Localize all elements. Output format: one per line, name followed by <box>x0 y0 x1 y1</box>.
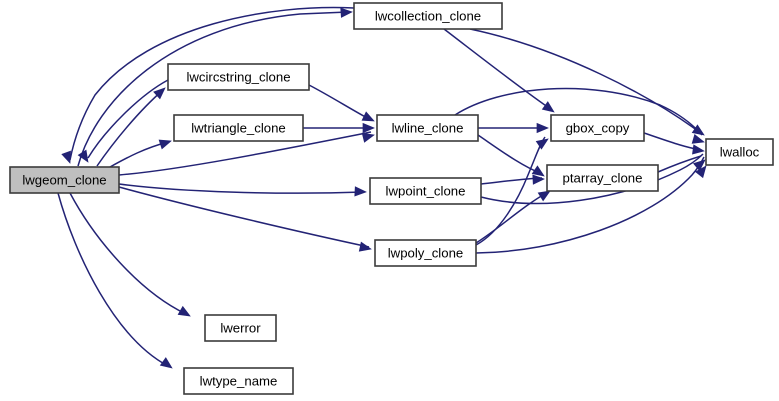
node-label-lwerror: lwerror <box>220 320 261 335</box>
lwgeom_clone-to-lwerror <box>69 192 187 315</box>
arrow-to-ptarray_clone-b <box>532 174 545 185</box>
node-label-lwcircstring_clone: lwcircstring_clone <box>186 69 290 84</box>
arrow-to-lwtype_name <box>159 357 173 369</box>
node-box-ptarray_clone[interactable] <box>546 164 659 192</box>
node-label-lwpoly_clone: lwpoly_clone <box>388 245 464 260</box>
arrow-to-lwline_clone-a <box>361 111 375 122</box>
lwgeom_clone-to-lwpoly_clone <box>118 186 370 248</box>
node-box-lwtriangle_clone[interactable] <box>173 114 304 142</box>
arrow-to-lwpoly_clone <box>358 241 372 252</box>
arrow-to-lwpoint_clone <box>354 186 367 197</box>
node-label-lwcollection_clone: lwcollection_clone <box>375 8 481 23</box>
lwgeom_clone-to-lwline_clone <box>118 131 372 176</box>
arrow-to-lwalloc-e <box>694 165 707 179</box>
arrow-to-lwerror <box>177 305 191 317</box>
arrow-to-gbox_copy-c <box>535 138 549 150</box>
node-box-lwline_clone[interactable] <box>376 114 479 142</box>
lwgeom_clone-to-lwcollection_clone <box>77 11 349 167</box>
node-ptarray_clone[interactable]: ptarray_clone <box>546 164 659 192</box>
node-box-lwcircstring_clone[interactable] <box>167 63 310 91</box>
node-label-lwalloc: lwalloc <box>720 144 760 159</box>
arrow-to-gbox_copy-b <box>536 122 549 134</box>
lwline_clone-to-ptarray_clone <box>477 134 543 175</box>
lwcircstring_clone-to-lwline_clone <box>308 84 372 121</box>
lwline_clone-to-lwalloc <box>454 87 703 136</box>
arrow-to-ptarray_clone-a <box>531 165 545 177</box>
lwpoly_clone-to-ptarray_clone <box>475 191 549 244</box>
arrow-to-ptarray_clone-c <box>537 190 551 202</box>
arrow-to-lwtriangle_clone <box>158 139 172 150</box>
lwcollection_clone-to-lwalloc <box>469 28 703 135</box>
node-label-ptarray_clone: ptarray_clone <box>563 170 643 185</box>
node-box-lwcollection_clone[interactable] <box>353 2 503 30</box>
node-label-lwtriangle_clone: lwtriangle_clone <box>191 120 286 135</box>
node-label-gbox_copy: gbox_copy <box>566 120 630 135</box>
node-box-gbox_copy[interactable] <box>550 114 645 142</box>
lwcollection_clone-to-lwgeom_clone <box>69 6 355 161</box>
arrow-to-lwalloc-b <box>691 133 705 144</box>
node-gbox_copy[interactable]: gbox_copy <box>550 114 645 142</box>
node-label-lwpoint_clone: lwpoint_clone <box>386 183 466 198</box>
node-box-lwtype_name[interactable] <box>183 367 294 395</box>
node-lwpoly_clone[interactable]: lwpoly_clone <box>374 239 477 267</box>
node-lwcircstring_clone[interactable]: lwcircstring_clone <box>167 63 310 91</box>
lwcircstring_clone-to-lwgeom_clone <box>87 79 169 159</box>
lwgeom_clone-to-lwpoint_clone <box>118 183 365 194</box>
node-label-lwtype_name: lwtype_name <box>200 373 278 388</box>
lwpoly_clone-to-gbox_copy <box>475 136 546 246</box>
node-box-lwerror[interactable] <box>204 314 277 342</box>
lwgeom_clone-to-lwcircstring_clone <box>96 89 164 167</box>
node-lwpoint_clone[interactable]: lwpoint_clone <box>369 177 482 205</box>
node-box-lwgeom_clone[interactable] <box>9 166 120 194</box>
arrow-to-lwalloc-c <box>692 144 705 155</box>
node-layer: lwgeom_clone lwcollection_clone lwcircstri… <box>9 2 774 395</box>
node-lwgeom_clone[interactable]: lwgeom_clone <box>9 166 120 194</box>
arrow-to-lwline_clone-c <box>361 132 375 143</box>
arrow-to-lwalloc-a <box>691 124 705 136</box>
node-lwalloc[interactable]: lwalloc <box>705 138 774 166</box>
node-box-lwpoly_clone[interactable] <box>374 239 477 267</box>
arrow-to-gbox_copy-a <box>541 101 555 113</box>
arrow-to-lwgeom_clone-b <box>77 149 89 163</box>
lwgeom_clone-to-lwtriangle_clone <box>109 141 169 168</box>
node-label-lwgeom_clone: lwgeom_clone <box>22 172 106 187</box>
node-lwtriangle_clone[interactable]: lwtriangle_clone <box>173 114 304 142</box>
arrowhead-layer <box>61 7 707 369</box>
node-lwline_clone[interactable]: lwline_clone <box>376 114 479 142</box>
node-lwcollection_clone[interactable]: lwcollection_clone <box>353 2 503 30</box>
arrow-to-lwline_clone-b <box>362 122 375 134</box>
node-lwtype_name[interactable]: lwtype_name <box>183 367 294 395</box>
arrow-to-lwalloc-d <box>693 159 706 172</box>
node-box-lwpoint_clone[interactable] <box>369 177 482 205</box>
arrow-to-lwcircstring_clone <box>153 87 166 100</box>
node-lwerror[interactable]: lwerror <box>204 314 277 342</box>
arrow-to-lwgeom_clone-a <box>61 150 71 164</box>
node-label-lwline_clone: lwline_clone <box>392 120 464 135</box>
lwcollection_clone-to-gbox_copy <box>443 28 553 111</box>
node-box-lwalloc[interactable] <box>705 138 774 166</box>
ptarray_clone-to-lwalloc <box>657 155 702 173</box>
lwgeom_clone-to-lwtype_name <box>57 192 169 367</box>
arrow-to-lwcollection_clone <box>340 7 353 18</box>
